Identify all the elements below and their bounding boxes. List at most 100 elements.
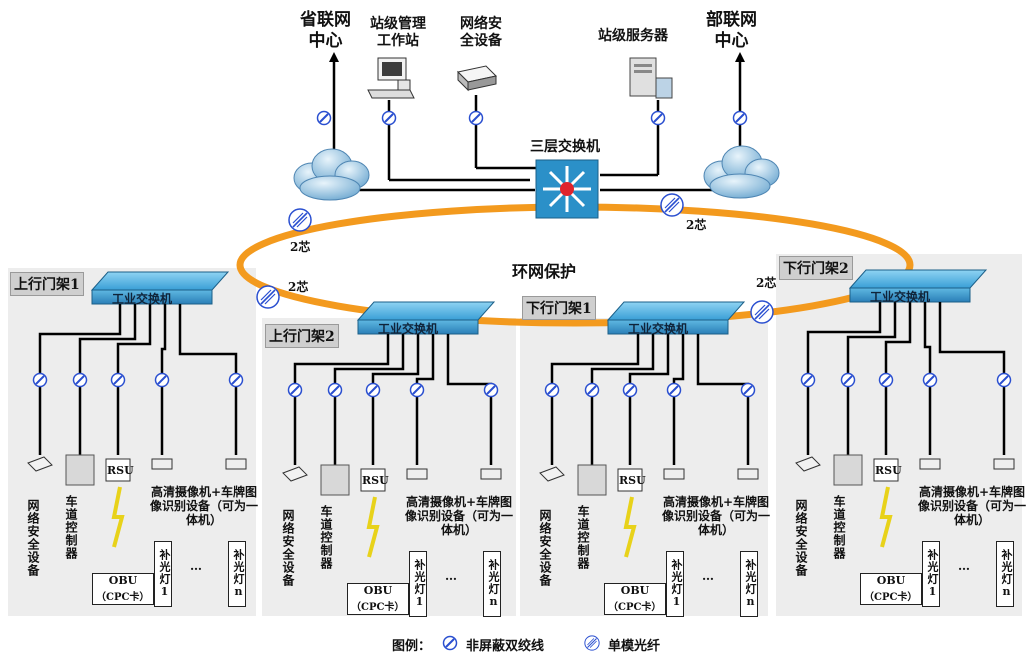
industrial-switch-icon [848,269,988,303]
rsu-icon [105,458,131,482]
twisted-pair-cable [371,334,420,465]
fiber-count-label: 2芯 [288,280,309,294]
camera-label: 高清摄像机+车牌图像识别设备（可为一体机） [149,485,258,527]
ellipsis-label: … [445,569,457,583]
camera-icon [406,468,428,480]
wireless-link-icon [366,496,380,558]
rsu-label: RSU [107,464,134,477]
cpc-label: （CPC卡） [608,602,662,613]
twisted-pair-icon [650,110,666,126]
fill-light-n-box: 补光灯n [996,541,1014,607]
rsu-icon [617,468,643,492]
camera-icon [919,458,941,470]
security-device-icon [456,65,498,92]
camera-icon [151,458,173,470]
switch-label-down2: 工业交换机 [870,290,931,304]
cpc-label: （CPC卡） [351,602,405,613]
security-device-label: 网络安全设备 [538,509,552,587]
camera-icon [480,468,502,480]
fill-light-n-box: 补光灯n [483,551,501,617]
gantry-tag-up1: 上行门架1 [10,272,84,296]
twisted-pair-icon [840,372,856,388]
camera-icon [225,458,247,470]
twisted-pair-icon [996,372,1012,388]
workstation-icon [367,57,415,99]
security-device-label: 网络安全设备 [281,509,295,587]
camera-label: 高清摄像机+车牌图像识别设备（可为一体机） [404,495,513,537]
gantry-panel-down2 [776,254,1022,616]
rsu-label: RSU [619,474,646,487]
switch-label-up1: 工业交换机 [112,292,173,306]
server-label: 站级服务器 [598,28,668,44]
security-device-label: 网络安 全设备 [460,16,502,49]
cpc-label: （CPC卡） [864,592,918,603]
twisted-pair-cable [938,302,1006,455]
security-device-icon [795,456,821,472]
twisted-pair-icon [922,372,938,388]
twisted-pair-icon [622,382,638,398]
legend-fiber-icon [584,635,600,651]
twisted-pair-icon [154,372,170,388]
camera-label: 高清摄像机+车牌图像识别设备（可为一体机） [917,485,1026,527]
cloud-right [703,145,780,199]
ellipsis-label: … [702,569,714,583]
twisted-pair-icon [32,372,48,388]
twisted-pair-cable [446,334,493,465]
fiber-icon [256,285,280,309]
wireless-link-icon [879,486,893,548]
twisted-pair-cable [628,334,670,465]
legend-title: 图例： [392,639,432,654]
core-switch-label: 三层交换机 [530,139,600,155]
twisted-pair-cable [160,304,167,455]
fiber-count-label: 2芯 [756,276,777,290]
security-device-icon [539,466,565,482]
twisted-pair-cable [672,334,685,465]
lane-controller-label: 车道控制器 [832,495,846,560]
twisted-pair-icon [878,372,894,388]
twisted-pair-cable [415,334,435,465]
lane-controller-icon [320,464,350,496]
security-device-label: 网络安全设备 [794,499,808,577]
twisted-pair-cable [38,304,122,455]
twisted-pair-icon [365,382,381,398]
ring-label: 环网保护 [512,262,577,281]
twisted-pair-icon [740,382,756,398]
gantry-panel-up2 [262,318,516,616]
rsu-icon [360,468,386,492]
twisted-pair-icon [316,110,332,126]
industrial-switch-icon [90,271,230,305]
twisted-pair-icon [800,372,816,388]
twisted-pair-cable [923,302,932,455]
twisted-pair-cable [78,304,137,455]
lane-controller-label: 车道控制器 [319,505,333,570]
twisted-pair-cable [846,302,897,455]
gantry-panel-up1 [8,268,256,616]
legend-twisted-pair-icon [442,635,458,651]
gantry-tag-down1: 下行门架1 [522,296,596,320]
legend-fiber-label: 单模光纤 [608,639,661,654]
lane-controller-label: 车道控制器 [576,505,590,570]
twisted-pair-icon [72,372,88,388]
legend-twisted-pair-label: 非屏蔽双绞线 [466,639,545,654]
fill-light-1-box: 补光灯1 [922,541,940,607]
obu-box: OBU [92,573,154,605]
fiber-icon [750,300,774,324]
twisted-pair-icon [666,382,682,398]
twisted-pair-icon [584,382,600,398]
camera-icon [993,458,1015,470]
server-icon [629,57,673,99]
twisted-pair-cable [333,334,405,465]
security-device-icon [27,456,53,472]
twisted-pair-cable [590,334,655,465]
fiber-icon [660,193,684,217]
ministry-center-label: 部联网 中心 [706,10,757,51]
twisted-pair-cable [550,334,640,465]
obu-box: OBU [347,583,409,615]
rsu-label: RSU [362,474,389,487]
wireless-link-icon [111,486,125,548]
industrial-switch-icon [356,301,496,335]
camera-label: 高清摄像机+车牌图像识别设备（可为一体机） [661,495,770,537]
switch-label-down1: 工业交换机 [628,322,689,336]
ellipsis-label: … [190,559,202,573]
